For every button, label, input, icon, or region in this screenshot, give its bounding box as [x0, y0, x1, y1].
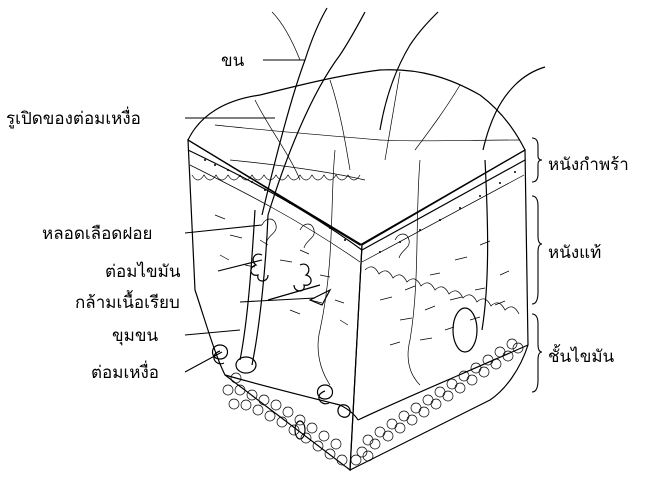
leader-lines	[185, 60, 315, 372]
label-sebaceous-gland: ต่อมไขมัน	[105, 261, 181, 282]
label-sweat-gland: ต่อมเหงื่อ	[91, 360, 159, 383]
dermis-brace	[532, 196, 542, 304]
label-epidermis: หนังกำพร้า	[548, 155, 629, 175]
label-hair: ขน	[221, 51, 245, 71]
label-sweat-pore: รูเปิดของต่อมเหงื่อ	[6, 106, 141, 129]
label-capillaries: หลอดเลือดฝอย	[42, 224, 152, 244]
fat-brace	[532, 314, 542, 392]
label-smooth-muscle: กล้ามเนื้อเรียบ	[75, 290, 180, 313]
epidermis-brace	[532, 138, 542, 182]
label-hair-follicle: ขุมขน	[112, 326, 158, 346]
epidermis-stipple	[204, 159, 516, 253]
label-subcutaneous-fat: ชั้นไขมัน	[548, 344, 615, 367]
fat-cells	[223, 339, 523, 465]
skin-block-illustration	[188, 8, 545, 470]
layer-braces	[532, 138, 542, 392]
label-dermis: หนังแท้	[548, 243, 601, 263]
